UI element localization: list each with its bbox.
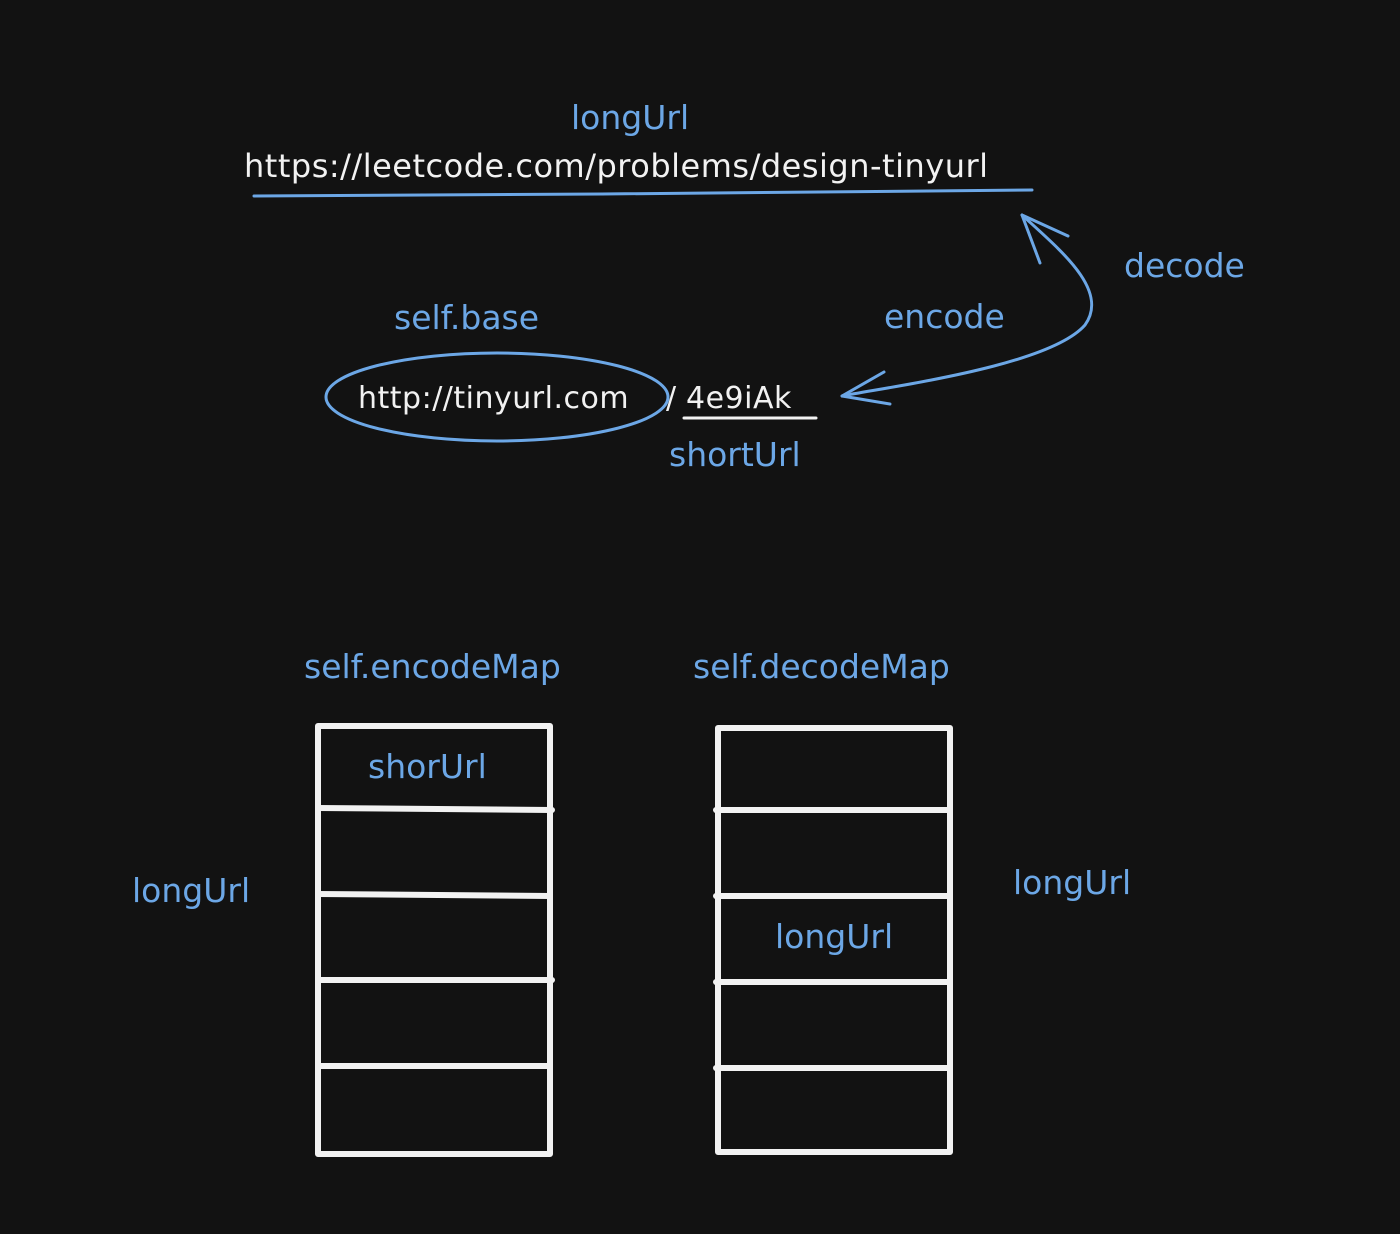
long-url-label: longUrl: [571, 98, 690, 137]
decode-map-title: self.decodeMap: [693, 647, 950, 686]
encode-map-table: [315, 723, 555, 1157]
decode-arrowhead-icon: [1020, 213, 1070, 265]
short-url-code: 4e9iAk: [686, 381, 792, 416]
decode-map-table: [713, 725, 953, 1155]
decode-map-side-label: longUrl: [1013, 863, 1132, 902]
encode-map-cell-0-label: shorUrl: [368, 747, 487, 786]
short-url-base-text: http://tinyurl.com: [358, 381, 630, 416]
short-url-label: shortUrl: [669, 435, 801, 474]
base-ellipse: [324, 351, 670, 443]
encode-arrowhead-icon: [840, 370, 892, 406]
base-label: self.base: [394, 298, 540, 337]
long-url-text: https://leetcode.com/problems/design-tin…: [244, 147, 989, 185]
encode-label: encode: [884, 297, 1005, 336]
encode-map-side-label: longUrl: [132, 871, 251, 910]
encode-map-title: self.encodeMap: [304, 647, 561, 686]
decode-label: decode: [1124, 246, 1245, 285]
short-url-slash: /: [666, 381, 677, 416]
long-url-underline: [252, 188, 1034, 198]
decode-map-cell-2-label: longUrl: [775, 917, 894, 956]
flow-curve: [840, 213, 1094, 398]
